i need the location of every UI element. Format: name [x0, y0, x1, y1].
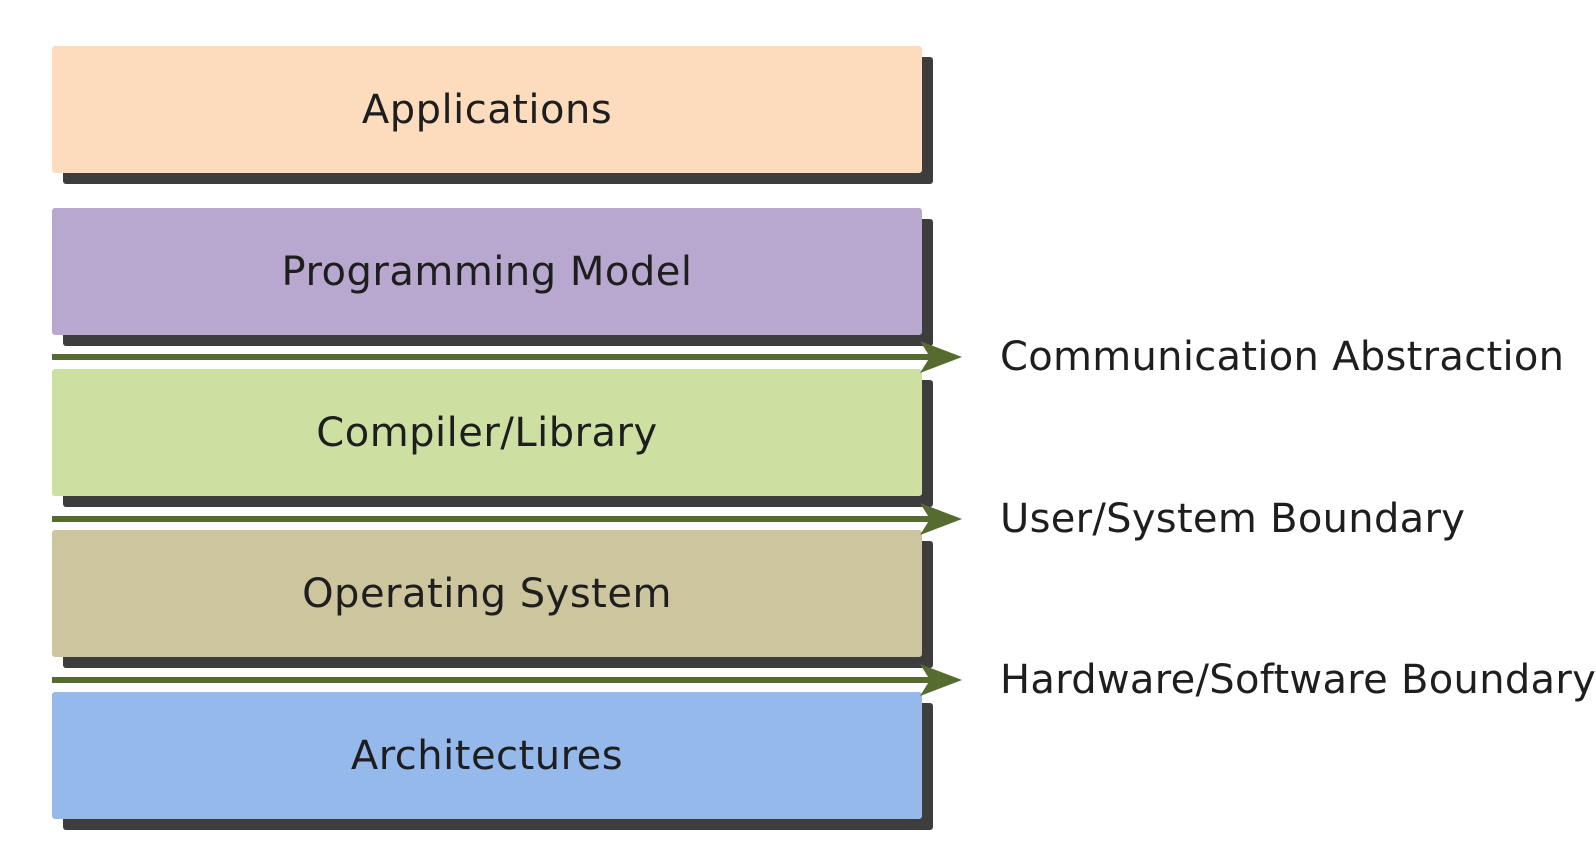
arrow-right-icon: [52, 664, 962, 696]
arrow-right-icon: [52, 341, 962, 373]
boundary-label: Communication Abstraction: [1000, 334, 1565, 380]
layer-box: Programming Model: [52, 208, 922, 335]
boundary-user-system: User/System Boundary: [52, 497, 1592, 541]
layer-box: Architectures: [52, 692, 922, 819]
layer-label: Programming Model: [281, 248, 693, 295]
layer-box: Operating System: [52, 530, 922, 657]
boundary-label: User/System Boundary: [1000, 496, 1466, 542]
arrow-right-icon: [52, 503, 962, 535]
layer-box: Applications: [52, 46, 922, 173]
layer-box: Compiler/Library: [52, 369, 922, 496]
layer-programming-model: Programming Model: [52, 208, 933, 346]
layer-label: Applications: [361, 86, 613, 133]
layer-label: Compiler/Library: [316, 409, 658, 456]
boundary-label: Hardware/Software Boundary: [1000, 657, 1596, 703]
layer-operating-system: Operating System: [52, 530, 933, 668]
layer-applications: Applications: [52, 46, 933, 184]
boundary-communication-abstraction: Communication Abstraction: [52, 335, 1592, 379]
layer-architectures: Architectures: [52, 692, 933, 830]
boundary-hardware-software: Hardware/Software Boundary: [52, 658, 1596, 702]
layer-label: Operating System: [302, 570, 672, 617]
layer-compiler-library: Compiler/Library: [52, 369, 933, 507]
layer-label: Architectures: [350, 732, 624, 779]
